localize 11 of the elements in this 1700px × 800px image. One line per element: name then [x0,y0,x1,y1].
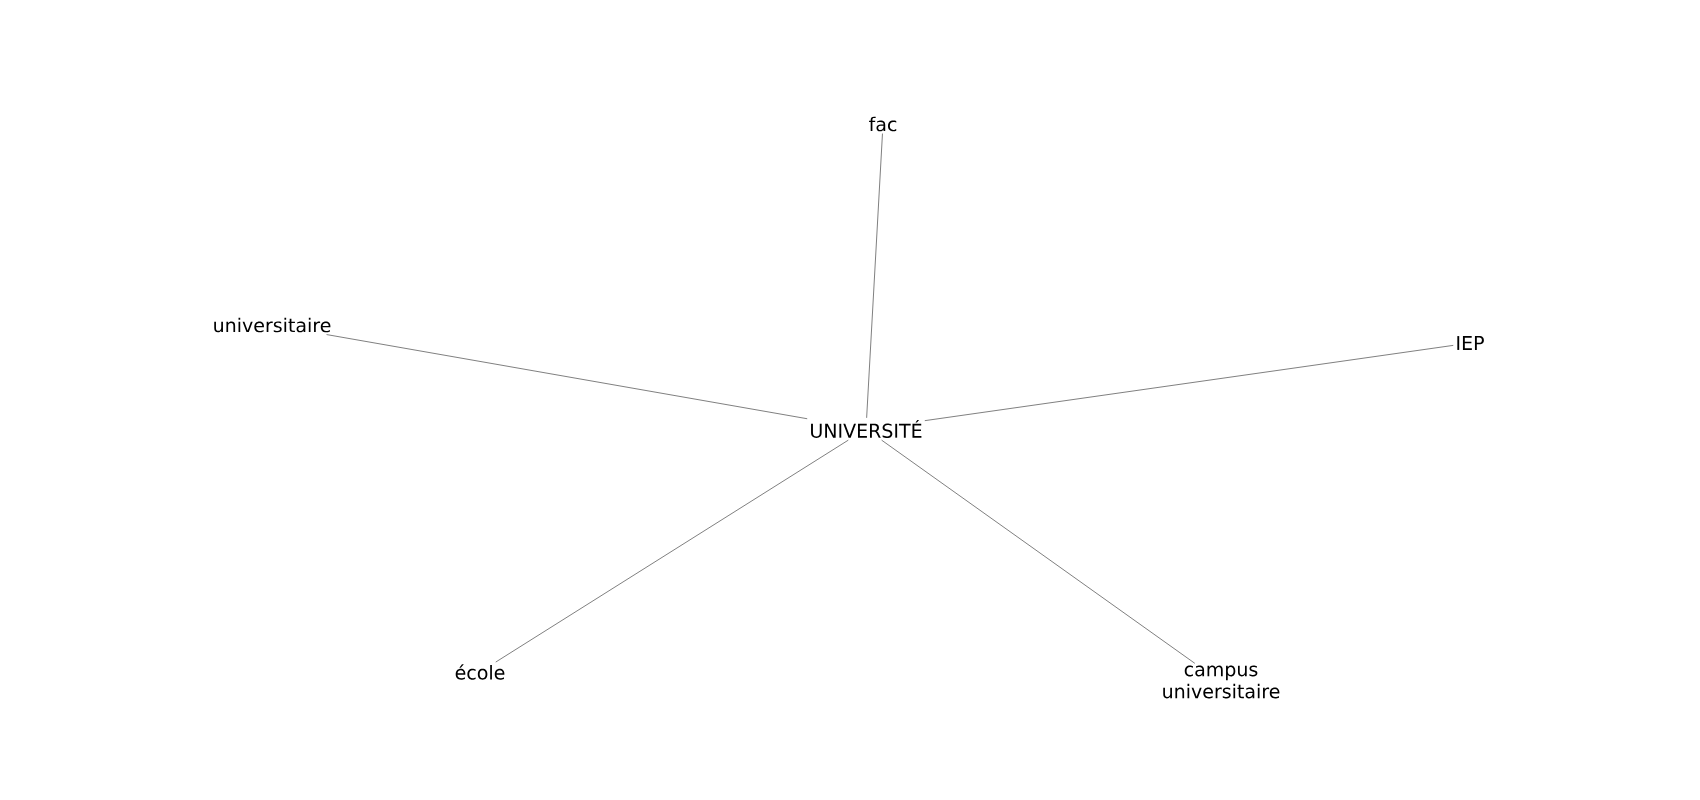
connector-line [881,439,1196,664]
word-label: école [455,664,505,680]
connector-line [866,133,883,419]
word-label: fac [869,116,897,132]
word-label: IEP [1457,336,1484,350]
word-label: UNIVERSITÉ [811,420,922,438]
word-label: campus universitaire [1163,665,1280,699]
connector-line [924,344,1454,422]
word-label: universitaire [214,317,331,333]
connector-line [326,334,808,420]
connector-line [495,439,849,663]
